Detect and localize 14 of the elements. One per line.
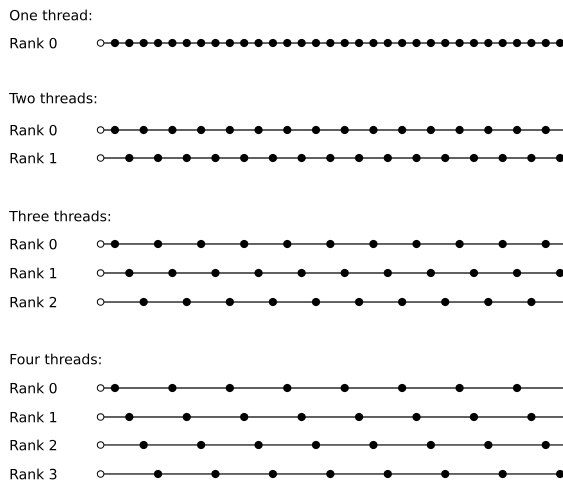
group-heading: Four threads: — [10, 354, 101, 364]
rank-label: Rank 2 — [10, 440, 56, 450]
rank-label: Rank 1 — [10, 268, 56, 278]
group-heading: Two threads: — [9, 92, 96, 104]
rank-label: Rank 1 — [10, 412, 56, 422]
rank-label: Rank 0 — [10, 38, 57, 48]
rank-label: Rank 3 — [10, 468, 56, 480]
group-heading: Three threads: — [9, 210, 110, 222]
rank-label: Rank 1 — [10, 152, 56, 164]
group-heading: One thread: — [10, 10, 92, 20]
rank-label: Rank 0 — [10, 238, 57, 250]
rank-label: Rank 0 — [10, 382, 57, 394]
rank-label: Rank 2 — [10, 296, 56, 308]
rank-label: Rank 0 — [10, 124, 57, 136]
